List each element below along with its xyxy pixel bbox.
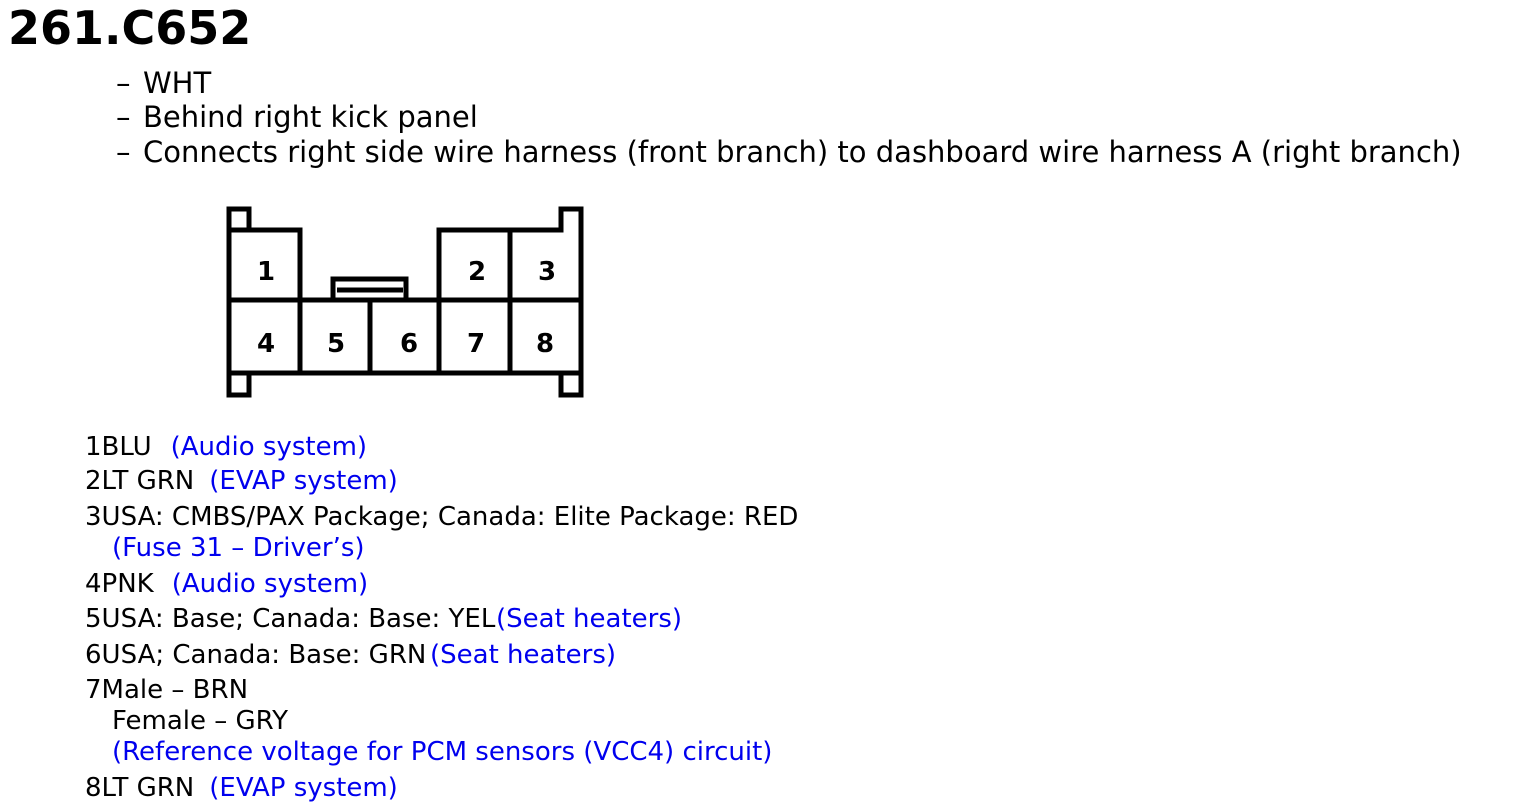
info-color-text: WHT (143, 66, 212, 100)
pin-label-6: 6 (400, 329, 418, 359)
pin-wire: PNK (101, 569, 154, 599)
pin-wire: LT GRN (101, 773, 195, 803)
pin-circuit-link[interactable]: (Seat heaters) (430, 640, 617, 670)
connector-housing-outline (226, 206, 584, 398)
pin-label-8: 8 (536, 329, 554, 359)
pin-wire: USA: CMBS/PAX Package; Canada: Elite Pac… (101, 502, 799, 532)
pin-wire-female: Female – GRY (112, 706, 288, 736)
dash-bullet: – (116, 100, 131, 134)
pin-entry-6: 6USA; Canada: Base: GRN (85, 639, 426, 671)
info-location: –Behind right kick panel (116, 100, 478, 134)
pin-wire: Male – BRN (101, 675, 249, 705)
pin-circuit-link[interactable]: (EVAP system) (209, 466, 398, 496)
pin-number: 4 (85, 569, 102, 599)
pin-number: 8 (85, 773, 102, 803)
pin-entry-2: 2LT GRN (EVAP system) (85, 465, 398, 497)
pin-wire: BLU (101, 432, 152, 462)
pin-circuit-link[interactable]: (Seat heaters) (496, 604, 683, 634)
pin-number: 2 (85, 466, 102, 496)
pin-number: 5 (85, 604, 102, 634)
pin-circuit-link[interactable]: (Reference voltage for PCM sensors (VCC4… (112, 737, 773, 767)
pin-circuit-link[interactable]: (EVAP system) (209, 773, 398, 803)
pin-entry-4: 4PNK (Audio system) (85, 568, 368, 600)
pin-wire: LT GRN (101, 466, 195, 496)
dash-bullet: – (116, 66, 131, 100)
pin-label-5: 5 (327, 329, 345, 359)
info-connects: –Connects right side wire harness (front… (116, 135, 1462, 169)
pin-circuit-link[interactable]: (Audio system) (170, 432, 368, 462)
pin-number: 7 (85, 675, 102, 705)
pin-label-3: 3 (538, 257, 556, 287)
dash-bullet: – (116, 135, 131, 169)
pin-label-2: 2 (468, 257, 486, 287)
pin-label-4: 4 (257, 329, 275, 359)
pin-number: 1 (85, 432, 102, 462)
info-location-text: Behind right kick panel (143, 100, 478, 134)
pin-entry-1: 1BLU (Audio system) (85, 431, 367, 463)
pin-label-1: 1 (257, 257, 275, 287)
pin-entry-8: 8LT GRN (EVAP system) (85, 772, 398, 804)
info-color: –WHT (116, 66, 211, 100)
pin-wire: USA; Canada: Base: GRN (101, 640, 427, 670)
pin-circuit-link[interactable]: (Audio system) (171, 569, 369, 599)
connector-title: 261.C652 (8, 1, 252, 55)
pin-circuit-link[interactable]: (Fuse 31 – Driver’s) (112, 533, 365, 563)
pin-number: 3 (85, 502, 102, 532)
pin-entry-5: 5USA: Base; Canada: Base: YEL (85, 603, 495, 635)
pin-entry-3: 3USA: CMBS/PAX Package; Canada: Elite Pa… (85, 501, 798, 533)
pin-entry-7: 7Male – BRN (85, 674, 248, 706)
pin-label-7: 7 (467, 329, 485, 359)
pin-wire: USA: Base; Canada: Base: YEL (101, 604, 496, 634)
pin-number: 6 (85, 640, 102, 670)
info-connects-text: Connects right side wire harness (front … (143, 135, 1462, 169)
